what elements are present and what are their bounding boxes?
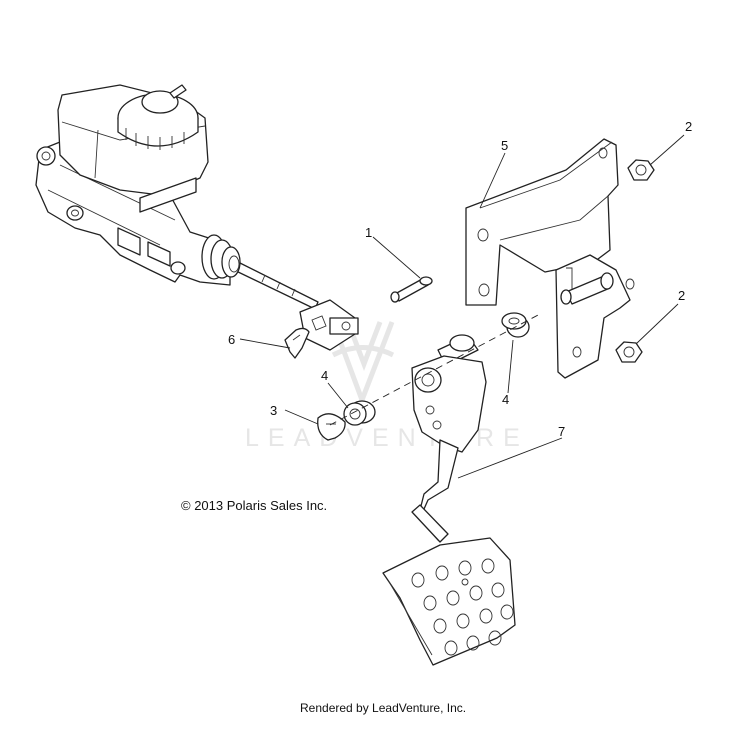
callout-4-right: 4 xyxy=(502,392,509,407)
pedal-bracket xyxy=(465,138,635,379)
callout-2-upper: 2 xyxy=(685,119,692,134)
callout-6: 6 xyxy=(228,332,235,347)
watermark-logo xyxy=(330,321,395,408)
callout-2-lower: 2 xyxy=(678,288,685,303)
cotter-pin xyxy=(284,327,310,359)
footer-credit: Rendered by LeadVenture, Inc. xyxy=(300,701,466,715)
brake-pedal xyxy=(382,334,516,666)
clevis-pin xyxy=(390,276,433,303)
clevis xyxy=(299,299,359,351)
flange-nut-lower xyxy=(615,341,643,363)
watermark-text: LEADVENTURE xyxy=(245,424,529,452)
callout-7: 7 xyxy=(558,424,565,439)
e-clip xyxy=(317,413,346,441)
callout-5: 5 xyxy=(501,138,508,153)
leader-lines xyxy=(239,134,685,479)
master-cylinder xyxy=(35,84,319,310)
bushing-right xyxy=(501,312,530,338)
callout-3: 3 xyxy=(270,403,277,418)
assembly-axis xyxy=(329,313,541,426)
callout-1: 1 xyxy=(365,225,372,240)
callout-4-left: 4 xyxy=(321,368,328,383)
flange-nut-upper xyxy=(627,159,655,181)
copyright-text: © 2013 Polaris Sales Inc. xyxy=(181,498,327,513)
bushing-left xyxy=(343,400,376,426)
callout-labels: 1 2 2 3 4 4 5 6 7 xyxy=(228,119,692,439)
